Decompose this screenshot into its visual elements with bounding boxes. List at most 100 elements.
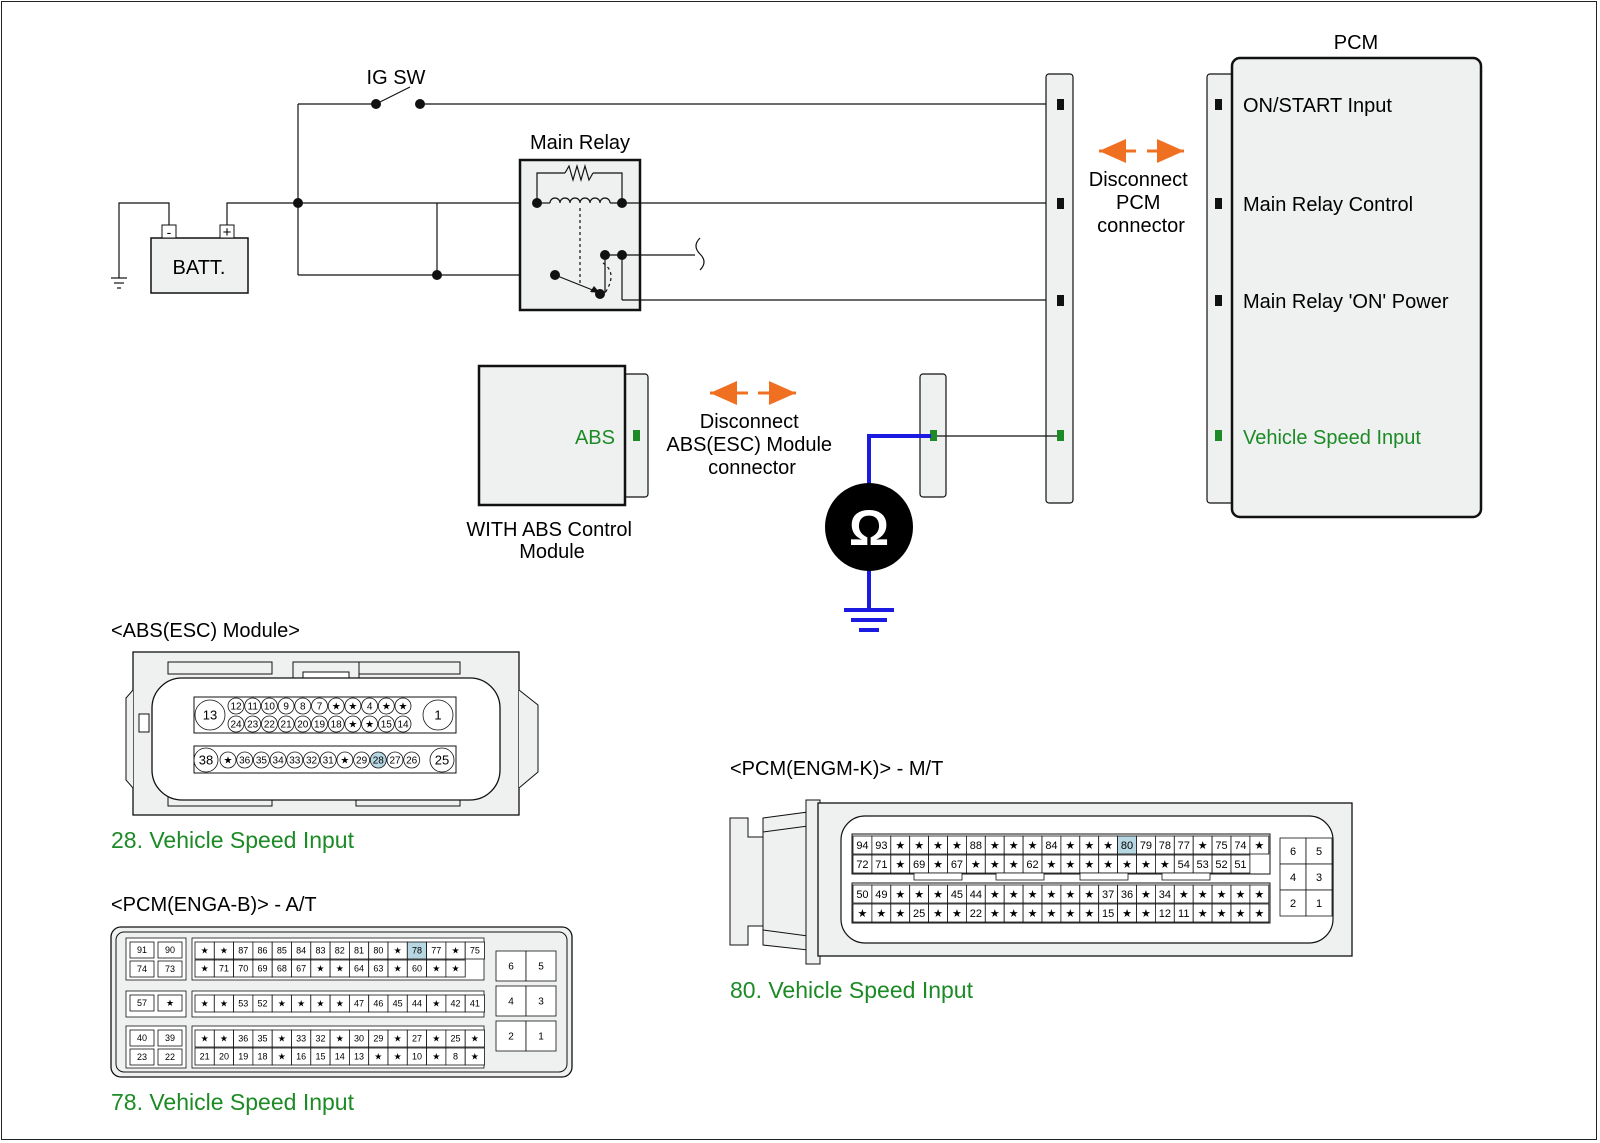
connector-pin: ★ — [1041, 854, 1062, 874]
pin-label: 42 — [451, 999, 461, 1009]
ig-switch-label: IG SW — [367, 67, 426, 89]
connector-pin: ★ — [1249, 835, 1270, 855]
connector-pin: 75 — [464, 941, 485, 960]
pin-label: 45 — [393, 999, 403, 1009]
connector-pin: 71 — [213, 959, 235, 978]
pcm-harness-connector — [1045, 73, 1074, 504]
connector-pin: ★ — [194, 959, 215, 978]
pin-label: 1 — [538, 1032, 544, 1043]
connector-pin: 71 — [871, 854, 892, 874]
connector-pin: 62 — [1022, 854, 1043, 874]
pin-label: ★ — [1103, 859, 1113, 871]
pin-label: ★ — [348, 702, 357, 713]
connector-pin: 78 — [406, 941, 427, 960]
connector-pin: ★ — [984, 903, 1005, 923]
connector-pin: 26 — [403, 751, 421, 769]
connector-pin: ★ — [1117, 854, 1137, 874]
pin-label: ★ — [316, 964, 324, 974]
connector-pin: 10 — [260, 697, 278, 715]
pin-label: 14 — [397, 720, 409, 731]
connector-pin: 90 — [157, 941, 183, 959]
connector-pin: ★ — [368, 1047, 389, 1066]
connector-pin: ★ — [1098, 854, 1118, 874]
pin-label: ★ — [220, 1034, 228, 1044]
pin-label: 44 — [970, 889, 982, 901]
pin-label: 29 — [373, 1034, 383, 1044]
pin-label: ★ — [933, 889, 943, 901]
pin-label: 2 — [1290, 898, 1296, 910]
connector-pin: ★ — [310, 959, 331, 978]
connector-pin: 6 — [495, 950, 527, 982]
connector-pin: 69 — [252, 959, 273, 978]
pin-label: ★ — [1065, 889, 1075, 901]
main-relay-label: Main Relay — [530, 132, 630, 154]
connector-pin: 19 — [311, 715, 328, 733]
pin-label: 69 — [913, 859, 925, 871]
pin-label: ★ — [1065, 908, 1075, 920]
connector-pin: ★ — [947, 903, 967, 923]
pin-label: ★ — [201, 999, 209, 1009]
pin-label: ★ — [336, 964, 344, 974]
connector-pin: 2 — [495, 1020, 527, 1052]
connector-pin: ★ — [928, 854, 948, 874]
battery: BATT. - + — [150, 224, 249, 294]
pin-label: ★ — [452, 964, 460, 974]
connector-pin: ★ — [1079, 835, 1100, 855]
pin-label: 44 — [412, 999, 422, 1009]
connector-pin: 18 — [327, 715, 345, 733]
connector-pin: 6 — [1279, 837, 1307, 865]
connector-pin: 29 — [353, 751, 371, 769]
connector-pin: 87 — [233, 941, 254, 960]
pin-label: 88 — [970, 840, 982, 852]
connector-pin: ★ — [1155, 854, 1175, 874]
connector-pin: ★ — [1211, 903, 1232, 923]
pin-label: ★ — [374, 1052, 382, 1062]
pin-label: ★ — [278, 1052, 286, 1062]
pin-label: 19 — [238, 1052, 248, 1062]
connector-pin: 4 — [361, 697, 379, 715]
connector-pin: ★ — [1060, 835, 1081, 855]
connector-pin: 5 — [525, 950, 557, 982]
connector-pin: ★ — [1230, 903, 1251, 923]
connector-pin: ★ — [1060, 854, 1081, 874]
connector-pin: ★ — [213, 941, 235, 960]
pin-label: 52 — [258, 999, 268, 1009]
pin-label: 7 — [317, 702, 323, 713]
pin-label: ★ — [1084, 889, 1094, 901]
connector-pin: ★ — [394, 697, 412, 715]
pin-label: ★ — [297, 999, 305, 1009]
connector-pin: 25 — [445, 1029, 466, 1048]
pin-label: 87 — [238, 946, 248, 956]
pin-label: ★ — [952, 840, 962, 852]
connector-pin: ★ — [1136, 884, 1156, 904]
connector-pin: 80 — [1117, 835, 1137, 855]
pin-label: ★ — [990, 908, 1000, 920]
connector-pin: ★ — [1192, 835, 1213, 855]
pin-label: 4 — [367, 702, 373, 713]
connector-pin: ★ — [271, 994, 292, 1013]
pin-label: ★ — [432, 1052, 440, 1062]
pin-label: 12 — [1159, 908, 1171, 920]
pin-label: 52 — [1215, 859, 1227, 871]
connector-pin: 15 — [1098, 903, 1118, 923]
pin-label: 74 — [1234, 840, 1246, 852]
pin-label: 22 — [970, 908, 982, 920]
connector-pin: ★ — [361, 715, 379, 733]
connector-pin: 1 — [525, 1020, 557, 1052]
pin-label: ★ — [340, 756, 349, 767]
connector-pin: ★ — [1192, 903, 1213, 923]
pin-label: 28 — [373, 756, 385, 767]
pin-label: 6 — [508, 962, 514, 973]
pin-label: 53 — [1197, 859, 1209, 871]
connector-pin: 20 — [294, 715, 312, 733]
pin-label: ★ — [1141, 859, 1151, 871]
pin-label: 15 — [1102, 908, 1114, 920]
connector-pin: 64 — [348, 959, 370, 978]
connector-pin: 88 — [966, 835, 986, 855]
connector-pin: 1 — [422, 699, 454, 731]
ohmmeter: Ω — [825, 434, 931, 632]
connector-pin: ★ — [1249, 884, 1270, 904]
pin-label: ★ — [1122, 908, 1132, 920]
pin-label: 93 — [875, 840, 887, 852]
